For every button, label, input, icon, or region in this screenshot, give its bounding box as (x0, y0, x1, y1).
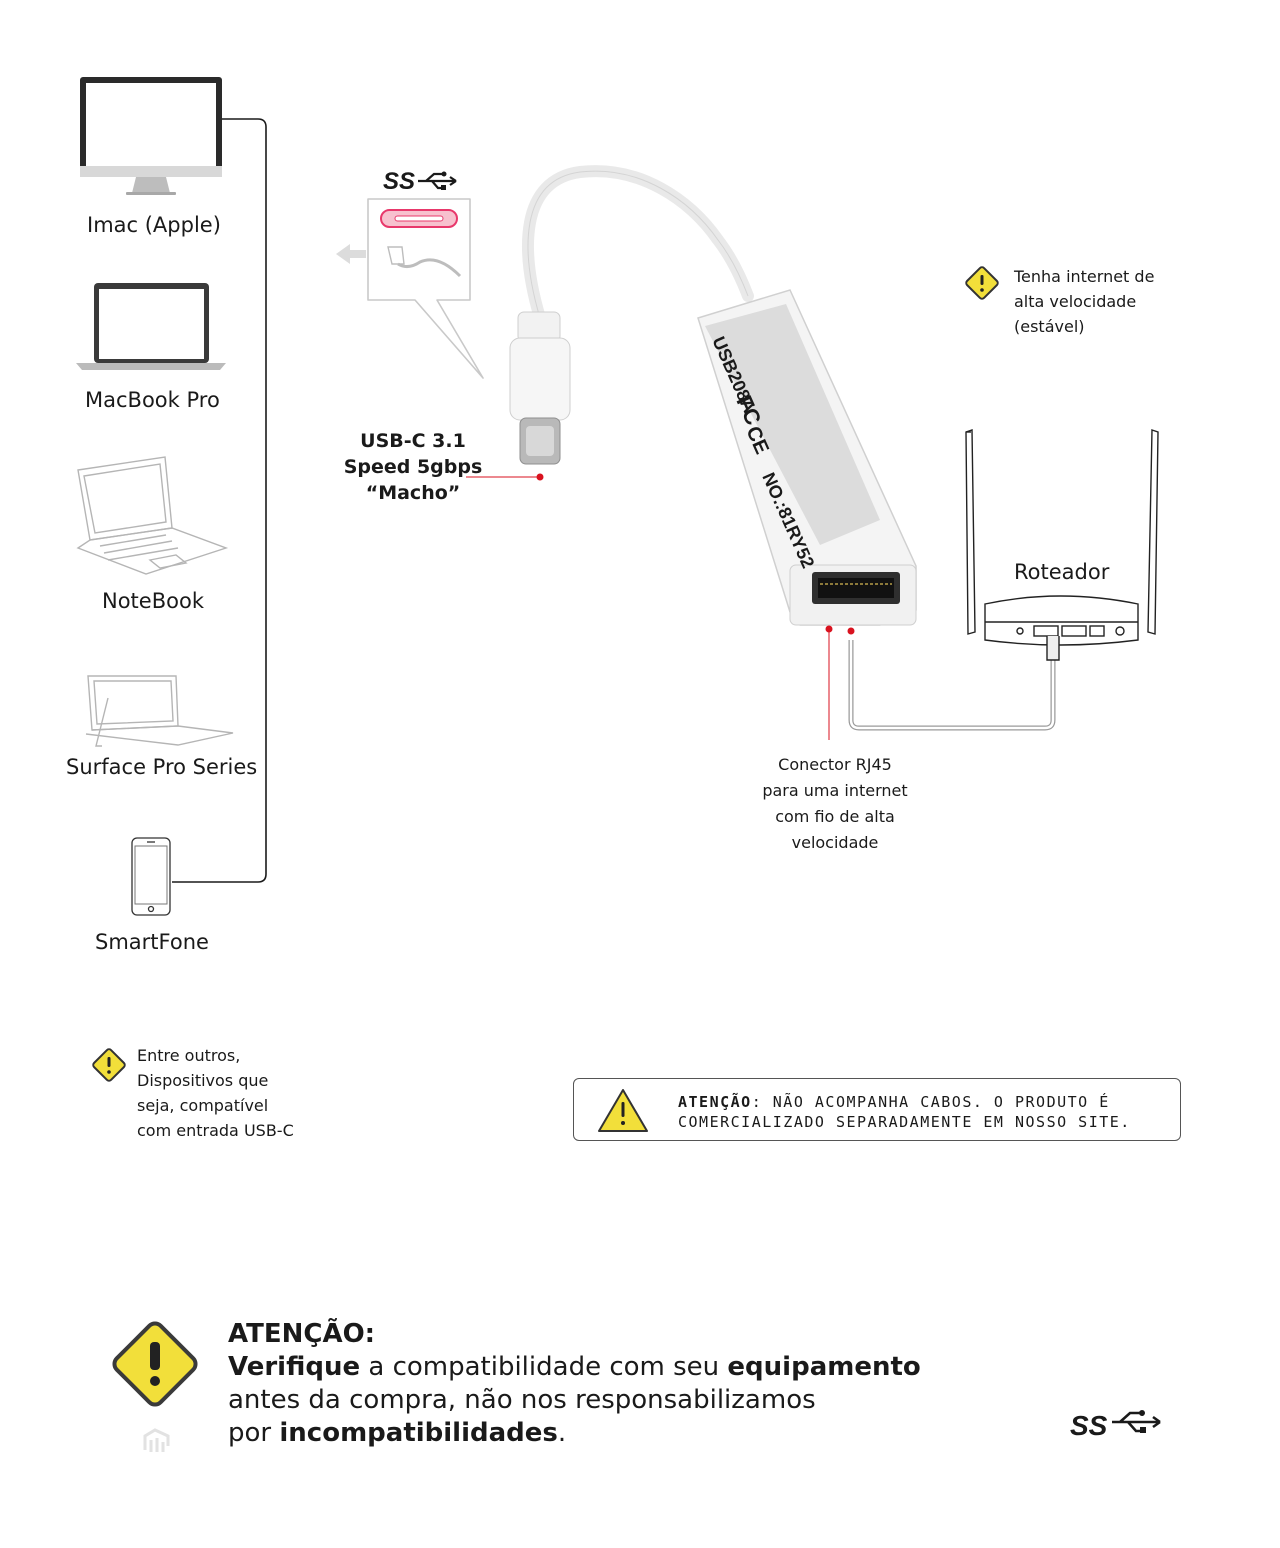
rj45-note-line-2: para uma internet (762, 781, 908, 800)
cable-warning-bold: ATENÇÃO (678, 1093, 752, 1111)
big-warning-icon (112, 1321, 198, 1407)
final-warning-verifique: Verifique (228, 1352, 361, 1382)
usbc-line-3: “Macho” (365, 482, 461, 504)
final-warning-text-2: antes da compra, não nos responsabilizam… (228, 1385, 816, 1415)
ss-usb-logo-top: SS (383, 168, 457, 195)
brand-watermark-icon (143, 1428, 170, 1452)
devices-note-line-2: Dispositivos que (137, 1071, 269, 1090)
pointer-usbc (466, 473, 544, 481)
pointer-rj45 (825, 625, 855, 740)
final-warning-equipamento: equipamento (727, 1352, 921, 1382)
device-label-notebook: NoteBook (102, 589, 204, 613)
rj45-note-line-3: com fio de alta (775, 807, 895, 826)
usbc-line-2: Speed 5gbps (343, 456, 483, 478)
devices-note: Entre outros, Dispositivos que seja, com… (137, 1043, 294, 1143)
cable-warning-line-2: COMERCIALIZADO SEPARADAMENTE EM NOSSO SI… (678, 1113, 1131, 1131)
usbc-plug (509, 311, 571, 465)
smartphone-icon (131, 837, 171, 916)
final-warning-period: . (557, 1418, 567, 1448)
ss-text: SS (383, 168, 415, 195)
cable-warning-line-1: : NÃO ACOMPANHA CABOS. O PRODUTO É (751, 1093, 1110, 1111)
notebook-icon (76, 456, 229, 575)
internet-note: Tenha internet de alta velocidade (estáv… (1014, 264, 1154, 339)
imac-icon (80, 77, 222, 195)
usbc-line-1: USB-C 3.1 (360, 430, 466, 452)
final-warning-title: ATENÇÃO: (228, 1319, 376, 1349)
final-warning-text-1: a compatibilidade com seu (360, 1352, 728, 1382)
devices-note-line-1: Entre outros, (137, 1046, 241, 1065)
cable-warning-text: ATENÇÃO: NÃO ACOMPANHA CABOS. O PRODUTO … (678, 1092, 1131, 1132)
cable-warning-box: ATENÇÃO: NÃO ACOMPANHA CABOS. O PRODUTO … (573, 1078, 1181, 1141)
ss-usb-logo-bottom: SS (1070, 1410, 1161, 1441)
internet-note-line-1: Tenha internet de (1014, 267, 1155, 286)
final-warning-incompatibilidades: incompatibilidades (279, 1418, 558, 1448)
router-label: Roteador (1014, 560, 1110, 584)
rj45-note-line-1: Conector RJ45 (778, 755, 892, 774)
device-bracket-line (172, 118, 267, 883)
device-label-macbook: MacBook Pro (85, 388, 220, 412)
usbc-callout (336, 198, 484, 379)
device-label-smartphone: SmartFone (95, 930, 209, 954)
device-label-surface: Surface Pro Series (66, 755, 258, 779)
rj45-note-line-4: velocidade (791, 833, 879, 852)
warning-triangle-icon (598, 1089, 648, 1132)
internet-note-line-2: alta velocidade (1014, 292, 1137, 311)
surface-icon (85, 675, 234, 747)
warning-icon-internet (965, 266, 999, 300)
macbook-icon (76, 283, 226, 370)
router-icon (965, 429, 1159, 661)
devices-note-line-4: com entrada USB-C (137, 1121, 294, 1140)
svg-text:SS: SS (1070, 1410, 1108, 1441)
devices-note-line-3: seja, compatível (137, 1096, 269, 1115)
ethernet-cable (848, 640, 1056, 731)
rj45-note: Conector RJ45 para uma internet com fio … (735, 752, 935, 856)
adapter-cable (522, 165, 754, 324)
warning-icon-devices (92, 1048, 126, 1082)
final-warning: ATENÇÃO: Verifique a compatibilidade com… (228, 1318, 921, 1450)
usbc-connector-label: USB-C 3.1 Speed 5gbps “Macho” (328, 428, 498, 506)
device-label-imac: Imac (Apple) (87, 213, 221, 237)
final-warning-por: por (228, 1418, 280, 1448)
internet-note-line-3: (estável) (1014, 317, 1085, 336)
ethernet-adapter (697, 289, 917, 626)
